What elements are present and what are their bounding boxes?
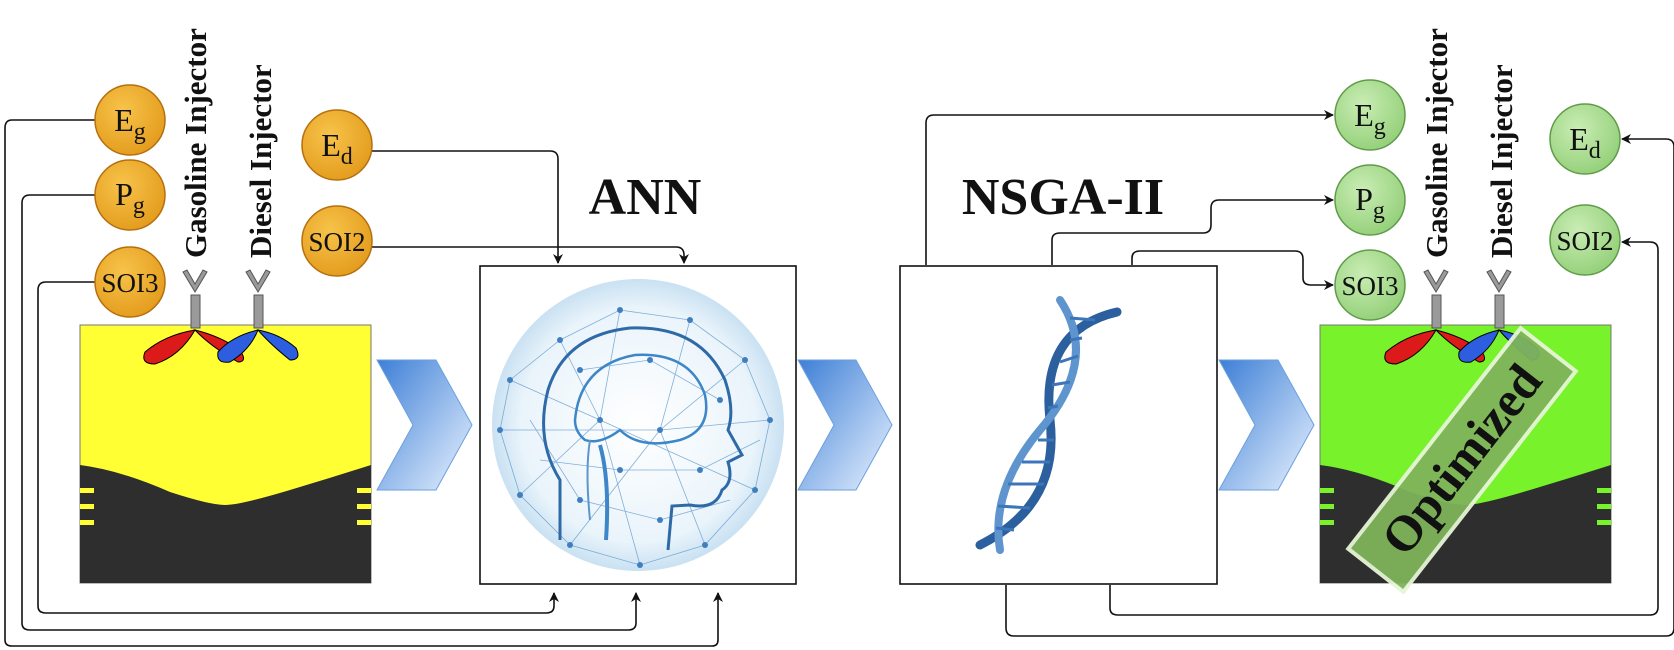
input-soi2: SOI2 (301, 205, 373, 277)
output-soi3: SOI3 (1334, 249, 1406, 321)
svg-text:SOI2: SOI2 (308, 227, 365, 257)
svg-text:SOI2: SOI2 (1556, 226, 1613, 256)
output-soi2: SOI2 (1549, 204, 1621, 276)
chevron-right-icon (376, 359, 473, 491)
connector-lines (4, 110, 1674, 647)
svg-text:Eg: Eg (1354, 97, 1386, 140)
gasoline-injector-icon (182, 269, 208, 329)
nsga-to-ed-line (1005, 134, 1674, 637)
optimized-engine: Optimized (1319, 269, 1612, 595)
baseline-engine (79, 269, 372, 584)
piston-crown (80, 465, 371, 583)
soi2-to-ann-line (372, 246, 689, 264)
nsga-to-soi2-line (1109, 237, 1659, 616)
input-eg: Eg (94, 84, 166, 156)
svg-text:Pg: Pg (115, 176, 145, 219)
flow-chevrons (376, 359, 1315, 491)
optimized-gasoline-injector-label: Gasoline Injector (1419, 28, 1454, 258)
diesel-injector-label: Diesel Injector (243, 64, 278, 258)
input-pg: Pg (94, 159, 166, 231)
nsga-to-pg-line (1051, 195, 1334, 265)
diesel-spray (217, 329, 299, 363)
optimized-diesel-injector-label: Diesel Injector (1484, 64, 1519, 258)
svg-text:Eg: Eg (114, 102, 146, 145)
pg-to-ann-line (21, 194, 641, 631)
nsga-title: NSGA-II (962, 169, 1164, 226)
ann-title: ANN (589, 169, 702, 226)
nsga-to-eg-line (925, 110, 1334, 265)
input-soi3: SOI3 (94, 246, 166, 318)
optimized-diesel-injector-icon (1486, 269, 1512, 329)
svg-text:Ed: Ed (1569, 121, 1601, 164)
gasoline-injector-label: Gasoline Injector (178, 28, 213, 258)
ann-box (479, 265, 797, 585)
input-ed: Ed (301, 109, 373, 181)
chevron-right-icon (797, 359, 893, 491)
output-eg: Eg (1334, 79, 1406, 151)
svg-text:Ed: Ed (321, 127, 353, 170)
output-ed: Ed (1549, 103, 1621, 175)
brain-network-icon (492, 279, 784, 571)
diesel-injector-icon (245, 269, 271, 329)
nsga-to-soi3-line (1131, 250, 1334, 290)
svg-text:SOI3: SOI3 (1341, 271, 1398, 301)
nsga-box (899, 265, 1218, 585)
eg-to-ann-line (4, 119, 723, 647)
optimized-gasoline-injector-icon (1423, 269, 1449, 329)
svg-text:Pg: Pg (1355, 181, 1385, 224)
dna-helix-icon (975, 296, 1122, 554)
chevron-right-icon (1218, 359, 1315, 491)
svg-text:SOI3: SOI3 (101, 268, 158, 298)
soi3-to-ann-line (37, 281, 559, 614)
output-pg: Pg (1334, 164, 1406, 236)
ed-to-ann-line (372, 150, 563, 264)
